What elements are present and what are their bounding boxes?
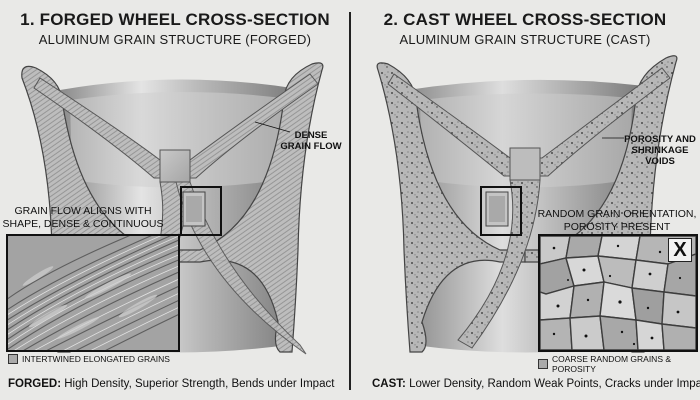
forged-caption-label: FORGED: <box>8 378 62 390</box>
cast-wheel-hub <box>509 147 541 181</box>
cast-note: RANDOM GRAIN ORIENTATION, POROSITY PRESE… <box>536 208 698 234</box>
wheel-rim-right <box>174 62 324 353</box>
elongated-grains-texture <box>8 236 178 350</box>
forged-panel: 1. FORGED WHEEL CROSS-SECTION ALUMINUM G… <box>2 10 347 391</box>
cast-panel: 2. CAST WHEEL CROSS-SECTION ALUMINUM GRA… <box>350 0 700 400</box>
forged-zoom-box <box>180 186 222 236</box>
forged-note-line1: GRAIN FLOW ALIGNS WITH <box>14 205 152 217</box>
forged-callout-line1: DENSE <box>294 130 328 141</box>
cast-wheel-spoke <box>387 67 671 177</box>
forged-note-line2: SHAPE, DENSE & CONTINUOUS <box>2 218 164 230</box>
cast-note-line1: RANDOM GRAIN ORIENTATION, <box>537 208 697 220</box>
panel-divider <box>349 12 351 390</box>
cast-callout-line2: SHRINKAGE VOIDS <box>631 145 689 167</box>
cast-wheel-rim-left <box>376 62 526 353</box>
cast-title: 2. CAST WHEEL CROSS-SECTION <box>383 10 667 29</box>
forged-micrograph <box>6 234 180 352</box>
forged-legend: INTERTWINED ELONGATED GRAINS <box>8 354 170 364</box>
cast-legend-label: COARSE RANDOM GRAINS & POROSITY <box>552 354 672 374</box>
forged-note: GRAIN FLOW ALIGNS WITH SHAPE, DENSE & CO… <box>2 205 164 231</box>
forged-subtitle: ALUMINUM GRAIN STRUCTURE (FORGED) <box>38 32 312 47</box>
cast-legend-swatch <box>538 359 548 369</box>
forged-legend-label: INTERTWINED ELONGATED GRAINS <box>22 354 170 364</box>
forged-callout-line2: GRAIN FLOW <box>280 141 342 152</box>
forged-caption: FORGED: High Density, Superior Strength,… <box>8 377 334 391</box>
random-grains-texture <box>540 236 696 350</box>
wheel-spoke <box>33 73 319 179</box>
cast-callout-line1: POROSITY AND <box>624 134 696 145</box>
cast-subtitle: ALUMINUM GRAIN STRUCTURE (CAST) <box>399 32 651 47</box>
forged-legend-swatch <box>8 354 18 364</box>
forged-caption-text: High Density, Superior Strength, Bends u… <box>61 378 335 390</box>
forged-callout: DENSE GRAIN FLOW <box>275 130 347 152</box>
cast-callout: POROSITY AND SHRINKAGE VOIDS <box>622 134 698 167</box>
cast-zoom-box <box>480 186 522 236</box>
cast-legend: COARSE RANDOM GRAINS & POROSITY <box>538 354 700 374</box>
cast-defect-x-icon: X <box>668 238 692 262</box>
wheel-hub <box>159 149 191 183</box>
cast-note-line2: POROSITY PRESENT <box>563 221 671 233</box>
cast-caption-text: Lower Density, Random Weak Points, Crack… <box>405 378 700 390</box>
cast-caption-label: CAST: <box>372 378 406 390</box>
forged-title: 1. FORGED WHEEL CROSS-SECTION <box>20 10 330 29</box>
cast-caption: CAST: Lower Density, Random Weak Points,… <box>372 377 700 391</box>
cast-micrograph <box>538 234 698 352</box>
